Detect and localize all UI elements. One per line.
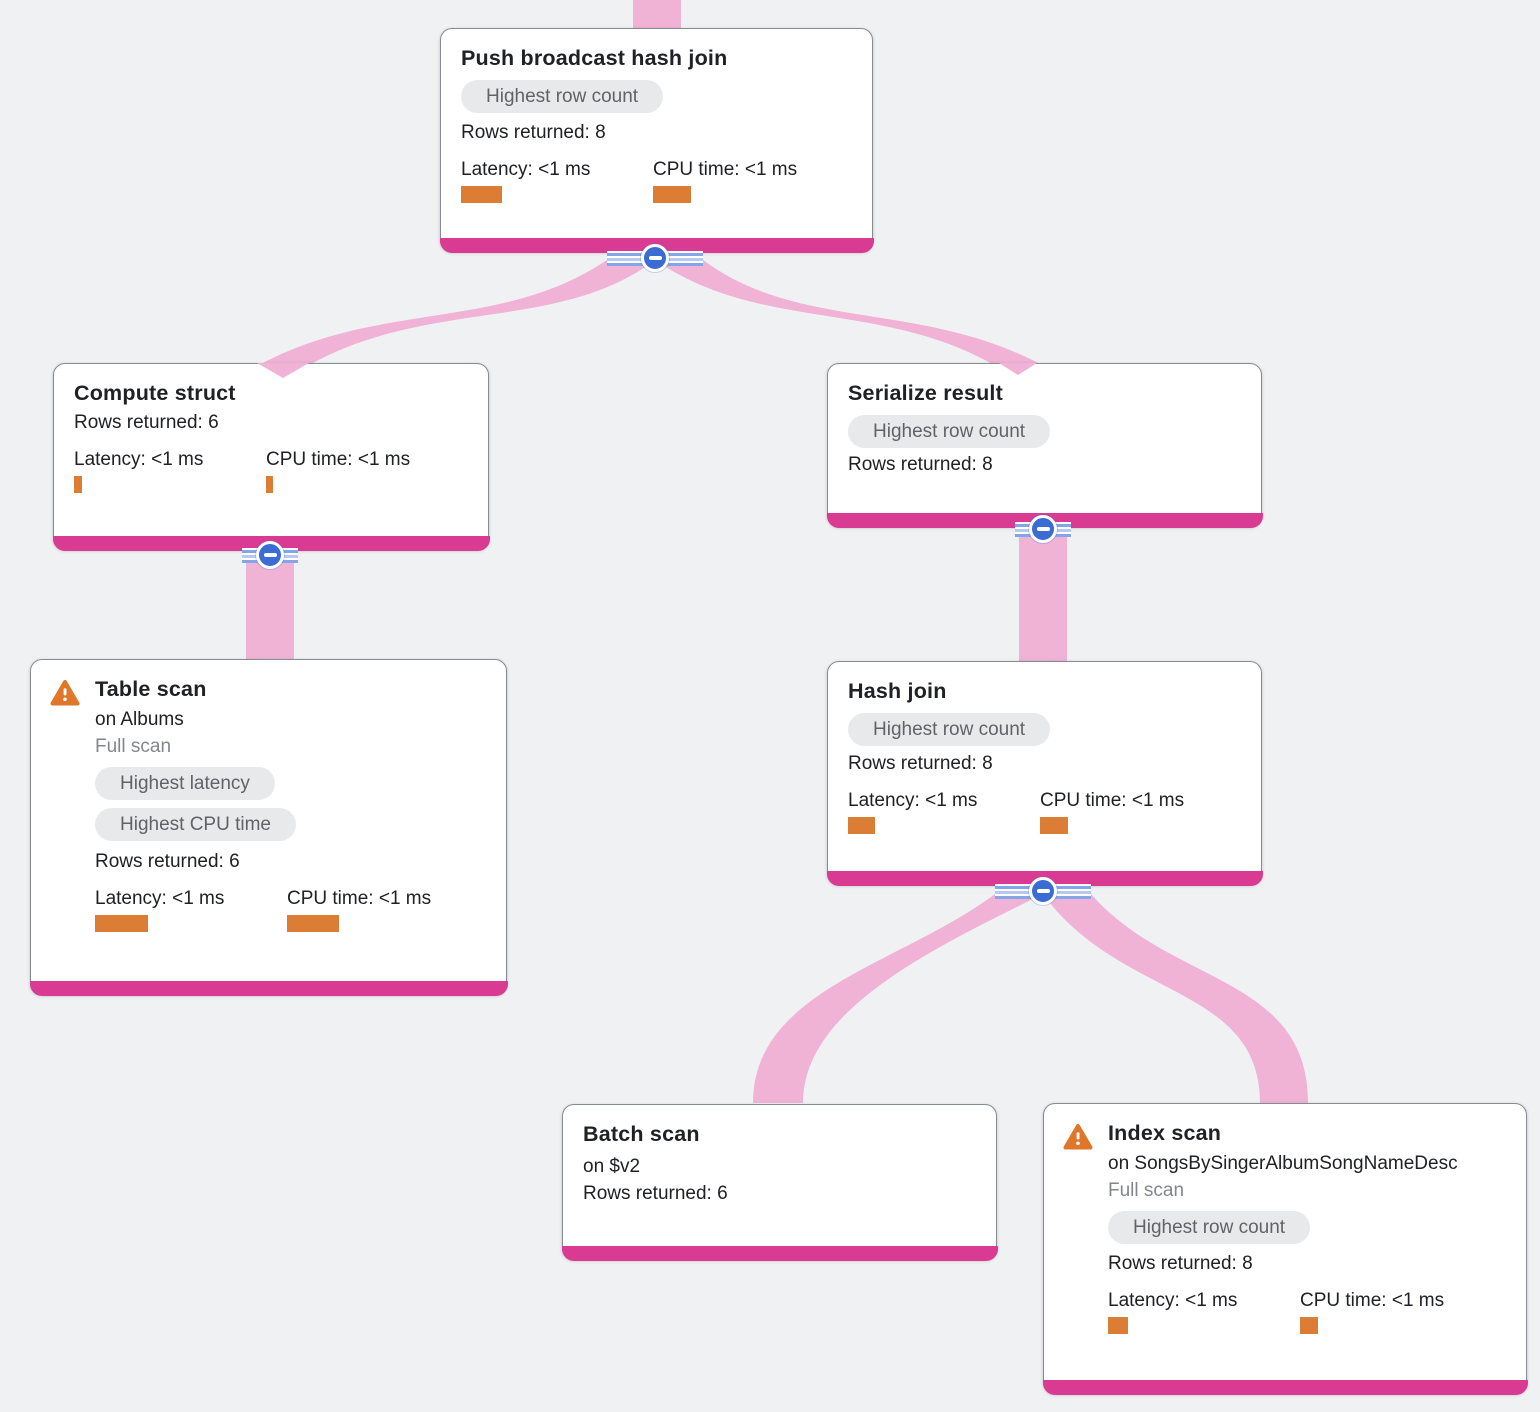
rows-returned: Rows returned: 8 bbox=[461, 122, 606, 143]
node-title: Index scan bbox=[1108, 1121, 1222, 1145]
collapse-button[interactable] bbox=[1029, 515, 1057, 543]
latency-label: Latency: <1 ms bbox=[461, 159, 591, 180]
ribbon-tail-compute-struct bbox=[257, 363, 309, 378]
scan-type: Full scan bbox=[95, 736, 172, 757]
rows-returned: Rows returned: 8 bbox=[1108, 1253, 1253, 1274]
node-title: Batch scan bbox=[583, 1122, 700, 1146]
ribbon-hash-to-index-scan bbox=[1043, 894, 1308, 1103]
warning-icon bbox=[50, 679, 80, 706]
metrics-row: Latency: <1 ms CPU time: <1 ms bbox=[848, 790, 1241, 834]
collapse-button[interactable] bbox=[256, 541, 284, 569]
latency-label: Latency: <1 ms bbox=[848, 790, 978, 811]
rows-returned: Rows returned: 8 bbox=[848, 454, 993, 475]
badge-highest-row-count: Highest row count bbox=[848, 415, 1051, 448]
badge-highest-row-count: Highest row count bbox=[848, 713, 1051, 746]
cpu-time-label: CPU time: <1 ms bbox=[653, 159, 798, 180]
node-title: Serialize result bbox=[848, 381, 1003, 405]
node-subtitle: on SongsBySingerAlbumSongNameDesc bbox=[1108, 1153, 1458, 1174]
latency-label: Latency: <1 ms bbox=[95, 888, 225, 909]
ribbon-hash-to-batch-scan bbox=[753, 894, 1043, 1103]
collapse-button[interactable] bbox=[1029, 877, 1057, 905]
ribbon-root-to-serialize-result bbox=[655, 260, 1042, 365]
metrics-row: Latency: <1 ms CPU time: <1 ms bbox=[461, 159, 852, 203]
plan-node-table-scan[interactable]: Table scan on Albums Full scan Highest l… bbox=[29, 659, 508, 996]
metrics-row: Latency: <1 ms CPU time: <1 ms bbox=[74, 449, 468, 493]
node-accent-bar bbox=[29, 980, 508, 996]
node-subtitle: on $v2 bbox=[583, 1156, 641, 1177]
collapse-button[interactable] bbox=[641, 244, 669, 272]
cpu-time-bar bbox=[653, 186, 691, 203]
badge-highest-row-count: Highest row count bbox=[461, 80, 664, 113]
latency-bar bbox=[1108, 1317, 1128, 1334]
minus-icon bbox=[1036, 889, 1050, 893]
badge-highest-latency: Highest latency bbox=[95, 767, 275, 800]
node-title: Push broadcast hash join bbox=[461, 46, 728, 70]
latency-bar bbox=[848, 817, 875, 834]
plan-node-batch-scan[interactable]: Batch scan on $v2 Rows returned: 6 bbox=[561, 1104, 998, 1261]
node-accent-bar bbox=[1042, 1379, 1528, 1395]
rows-returned: Rows returned: 6 bbox=[95, 851, 240, 872]
metrics-row: Latency: <1 ms CPU time: <1 ms bbox=[95, 888, 486, 932]
badge-highest-cpu-time: Highest CPU time bbox=[95, 808, 296, 841]
ribbon-serialize-to-hash-join bbox=[1019, 532, 1067, 663]
ribbon-tail-serialize-result bbox=[999, 363, 1037, 375]
plan-node-compute-struct[interactable]: Compute struct Rows returned: 6 Latency:… bbox=[52, 363, 490, 551]
ribbon-compute-to-table-scan bbox=[246, 556, 294, 661]
rows-returned: Rows returned: 6 bbox=[583, 1183, 728, 1204]
latency-bar bbox=[461, 186, 502, 203]
node-accent-bar bbox=[561, 1245, 998, 1261]
cpu-time-bar bbox=[266, 476, 273, 493]
cpu-time-bar bbox=[1300, 1317, 1318, 1334]
latency-label: Latency: <1 ms bbox=[74, 449, 204, 470]
cpu-time-label: CPU time: <1 ms bbox=[266, 449, 411, 470]
latency-bar bbox=[74, 476, 82, 493]
node-title: Hash join bbox=[848, 679, 947, 703]
badge-highest-row-count: Highest row count bbox=[1108, 1211, 1311, 1244]
latency-label: Latency: <1 ms bbox=[1108, 1290, 1238, 1311]
cpu-time-bar bbox=[1040, 817, 1068, 834]
plan-node-push-broadcast-hash-join[interactable]: Push broadcast hash join Highest row cou… bbox=[439, 28, 874, 253]
minus-icon bbox=[263, 553, 277, 557]
scan-type: Full scan bbox=[1108, 1180, 1185, 1201]
node-title: Compute struct bbox=[74, 381, 236, 405]
cpu-time-bar bbox=[287, 915, 339, 932]
ribbon-root-to-compute-struct bbox=[259, 260, 655, 365]
metrics-row: Latency: <1 ms CPU time: <1 ms bbox=[1108, 1290, 1506, 1334]
plan-node-index-scan[interactable]: Index scan on SongsBySingerAlbumSongName… bbox=[1042, 1103, 1528, 1395]
minus-icon bbox=[648, 256, 662, 260]
minus-icon bbox=[1036, 527, 1050, 531]
ribbon-into-root bbox=[633, 0, 681, 30]
rows-returned: Rows returned: 6 bbox=[74, 412, 219, 433]
cpu-time-label: CPU time: <1 ms bbox=[287, 888, 432, 909]
node-subtitle: on Albums bbox=[95, 709, 184, 730]
rows-returned: Rows returned: 8 bbox=[848, 753, 993, 774]
plan-node-serialize-result[interactable]: Serialize result Highest row count Rows … bbox=[826, 363, 1263, 528]
latency-bar bbox=[95, 915, 148, 932]
cpu-time-label: CPU time: <1 ms bbox=[1300, 1290, 1445, 1311]
node-title: Table scan bbox=[95, 677, 207, 701]
plan-node-hash-join[interactable]: Hash join Highest row count Rows returne… bbox=[826, 661, 1263, 886]
cpu-time-label: CPU time: <1 ms bbox=[1040, 790, 1185, 811]
warning-icon bbox=[1063, 1123, 1093, 1150]
